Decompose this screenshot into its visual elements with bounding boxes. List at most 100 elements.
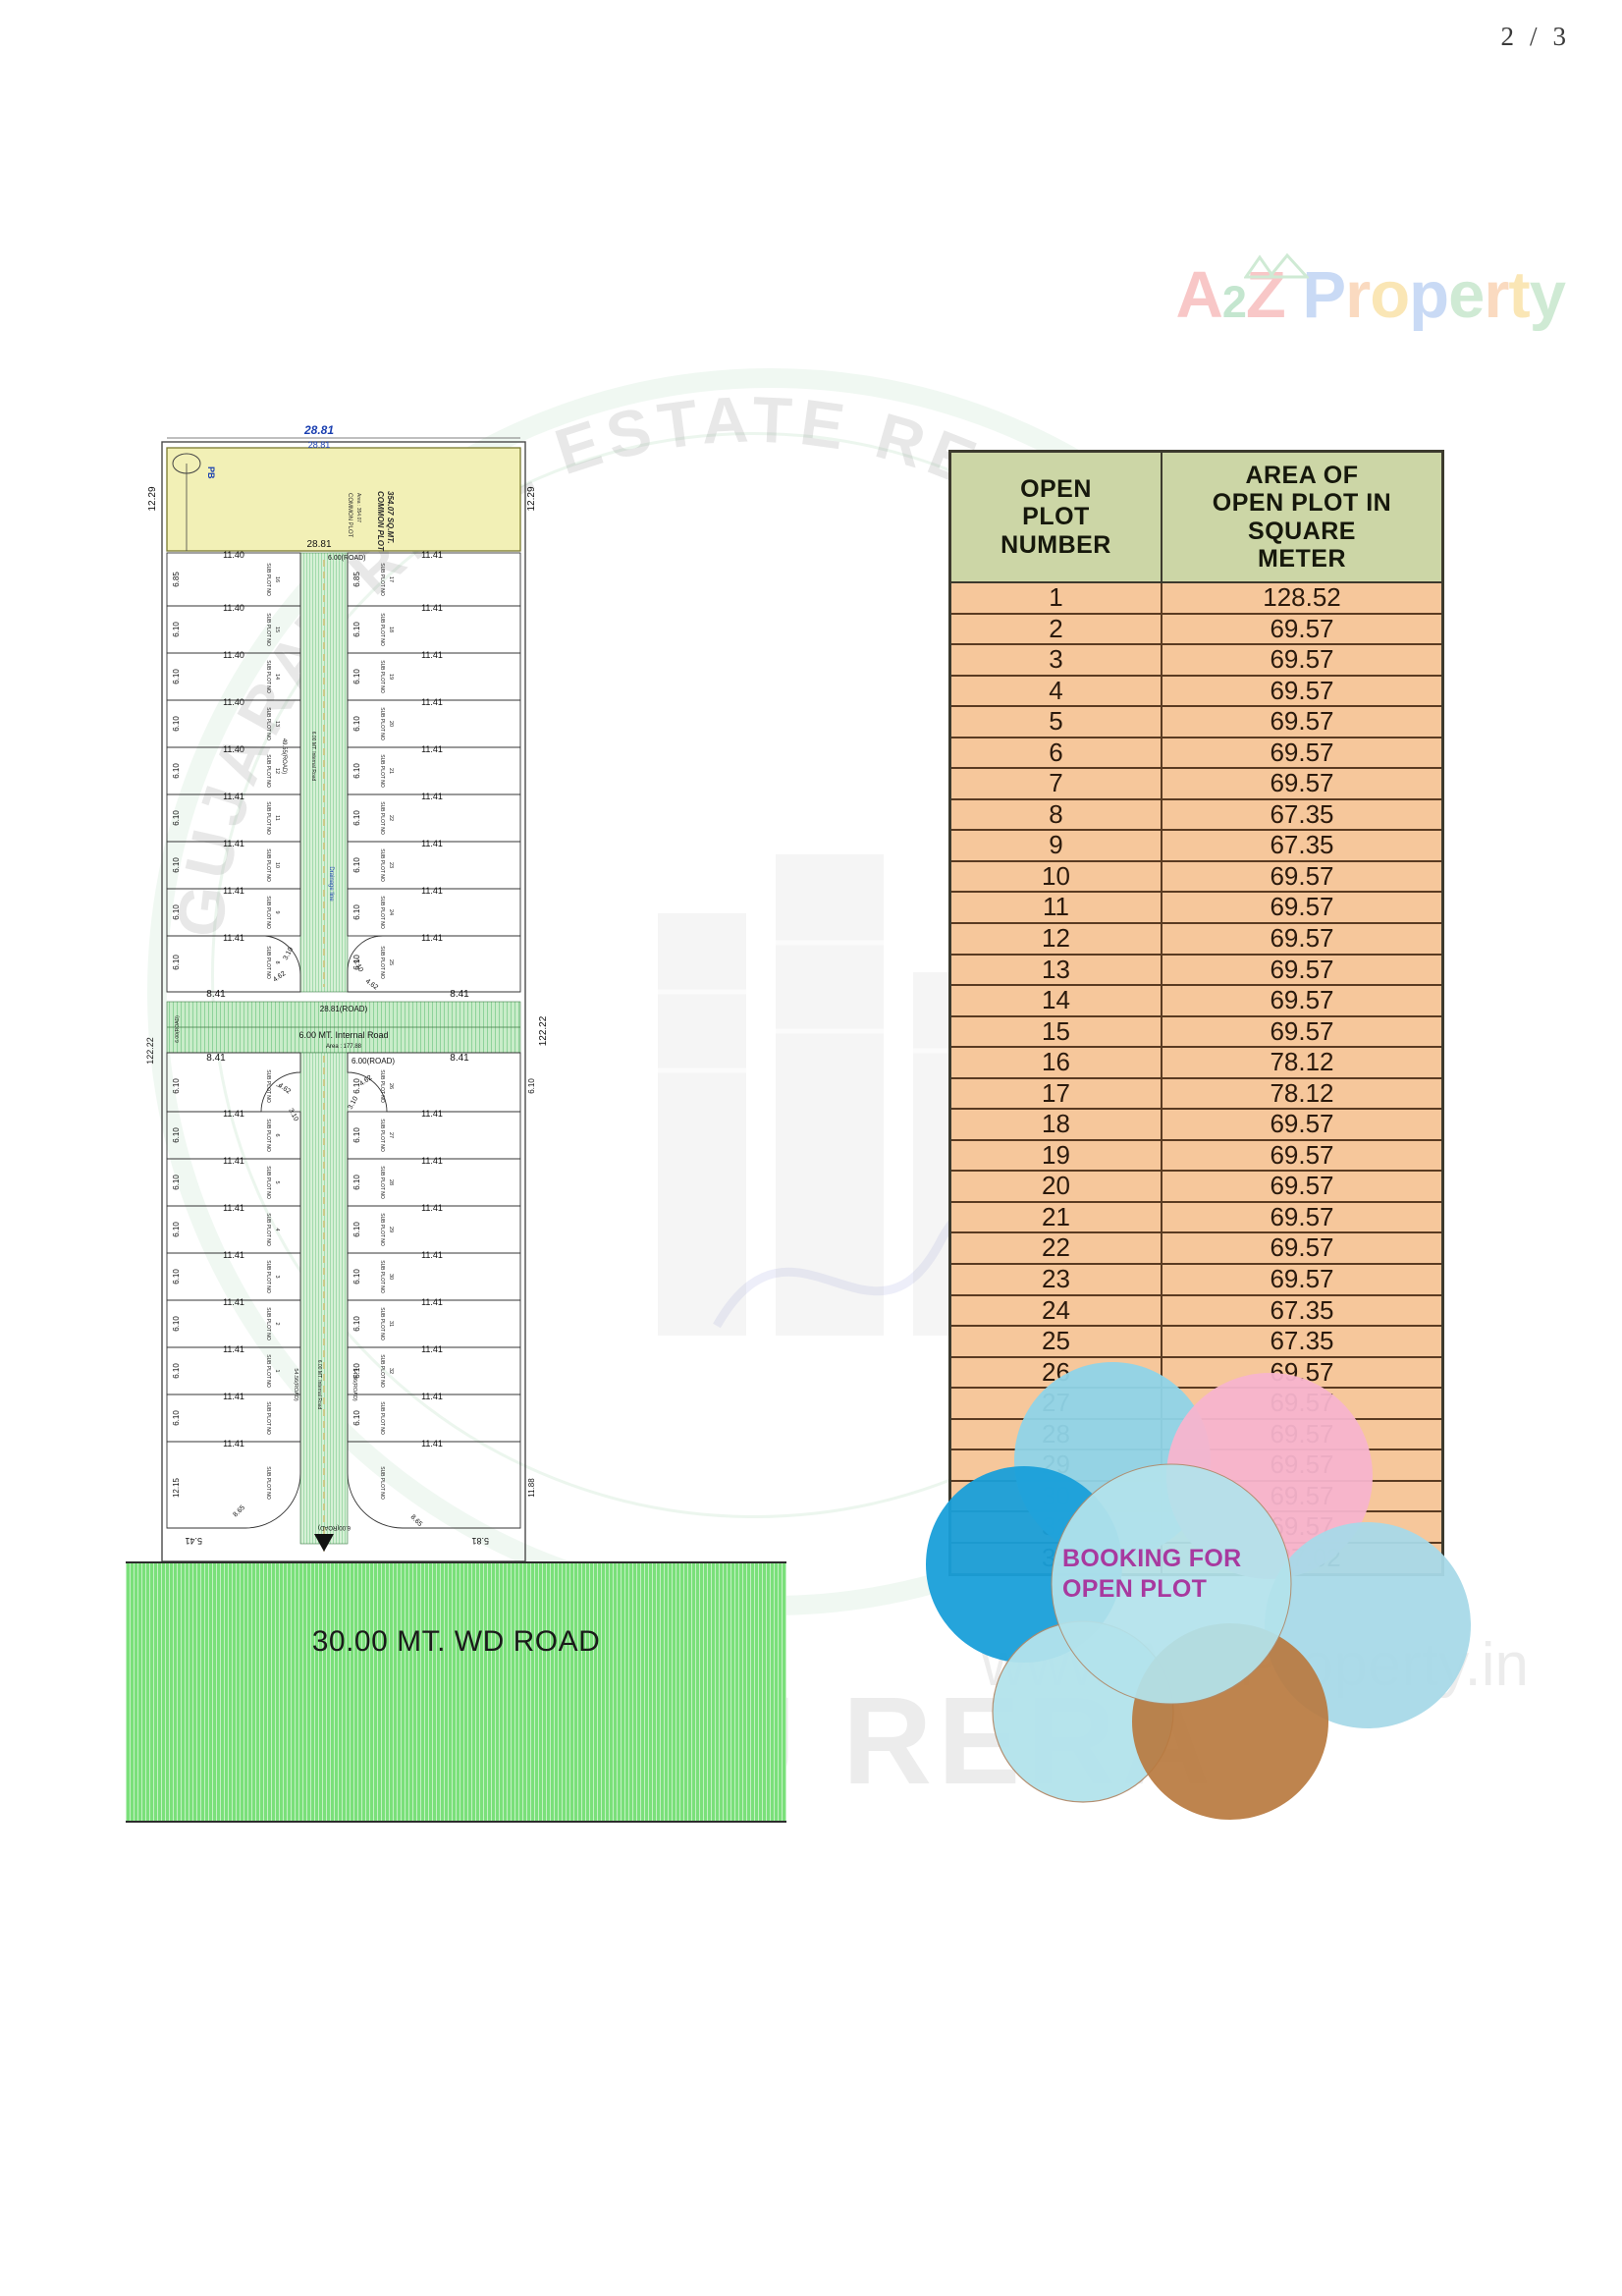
- plot-no-l9: 8: [274, 960, 280, 963]
- dim-d-r10b: 6.10: [527, 1078, 536, 1094]
- dim-d-r13: 6.10: [352, 1222, 361, 1237]
- header-area-line-1: AREA OF: [1245, 462, 1359, 489]
- dim-d-r7: 6.10: [352, 857, 361, 873]
- dim-d-l5: 6.10: [172, 763, 181, 779]
- sub-plot-tag-r8: SUB PLOT NO: [379, 896, 385, 929]
- plot-no-l14: 3: [274, 1275, 280, 1278]
- bubble-caption: BOOKING FOR OPEN PLOT: [1062, 1544, 1288, 1606]
- logo-letter-p: P: [1302, 258, 1346, 332]
- logo-letter-t: t: [1508, 258, 1530, 332]
- dim-bottom-radius-left: 8.65: [232, 1504, 246, 1519]
- cell-plot-area: 78.12: [1161, 1046, 1444, 1079]
- dim-d-r6: 6.10: [352, 810, 361, 826]
- cell-plot-area: 69.57: [1161, 1108, 1444, 1141]
- sub-plot-tag-r1: SUB PLOT NO: [379, 563, 385, 596]
- marker-pb-label: PB: [206, 466, 216, 479]
- logo-letter-o: o: [1370, 258, 1410, 332]
- dim-corner-right-upper: 8.41: [450, 989, 469, 1000]
- dim-d-r9: 6.10: [352, 955, 361, 970]
- bubble-caption-line-1: BOOKING FOR: [1062, 1545, 1242, 1572]
- dim-radius-small-4: 3.10: [348, 1096, 360, 1111]
- dim-w-r17: 11.41: [421, 1439, 443, 1449]
- common-plot-area: 354.07 SQ.MT.: [386, 491, 395, 544]
- dim-w-r6: 11.41: [421, 792, 443, 801]
- plot-no-l12: 5: [274, 1180, 280, 1183]
- dim-corner-left-lower: 8.41: [206, 1053, 226, 1064]
- dim-d-r12: 6.10: [352, 1175, 361, 1190]
- plot-no-r10: 26: [388, 1083, 394, 1089]
- logo-letter-a: A: [1175, 258, 1222, 332]
- page-total: 3: [1552, 22, 1568, 51]
- cell-plot-number: 20: [948, 1170, 1162, 1203]
- road-tag-5456-left: 54.56(ROAD): [293, 1368, 298, 1400]
- page-current: 2: [1500, 22, 1516, 51]
- dim-radius-large-1: 4.62: [272, 970, 287, 984]
- dim-w-r15: 11.41: [421, 1344, 443, 1354]
- cell-plot-area: 69.57: [1161, 891, 1444, 925]
- cell-plot-area: 69.57: [1161, 643, 1444, 677]
- cell-plot-area: 69.57: [1161, 767, 1444, 800]
- dim-d-l15: 6.10: [172, 1316, 181, 1332]
- dim-right-total: 122.22: [538, 1015, 549, 1046]
- logo-letter-r: r: [1345, 258, 1371, 332]
- dim-d-r3: 6.10: [352, 669, 361, 684]
- cell-plot-area: 67.35: [1161, 797, 1444, 832]
- dim-d-l13: 6.10: [172, 1222, 181, 1237]
- cell-plot-area: 69.57: [1161, 984, 1444, 1017]
- bubble-graphic: [926, 1362, 1471, 1820]
- dim-w-r10: 11.41: [421, 1109, 443, 1119]
- dim-d-r11: 6.10: [352, 1127, 361, 1143]
- dim-d-l6: 6.10: [172, 810, 181, 826]
- dim-w-l12: 11.41: [223, 1203, 244, 1213]
- dim-left-height: 12.29: [147, 486, 158, 511]
- cell-plot-number: 25: [948, 1325, 1162, 1358]
- dim-d-l4: 6.10: [172, 716, 181, 732]
- dim-bottom-left: 12.15: [172, 1477, 181, 1498]
- cell-plot-number: 2: [948, 612, 1162, 646]
- logo-letter-y: y: [1529, 258, 1566, 332]
- dim-w-l14: 11.41: [223, 1297, 244, 1307]
- dim-bottom-right: 11.88: [527, 1478, 536, 1498]
- open-plot-area-table: OPEN PLOT NUMBER AREA OF OPEN PLOT IN SQ…: [948, 450, 1444, 1576]
- dim-w-l6: 11.41: [223, 792, 244, 801]
- dim-w-r4: 11.41: [421, 697, 443, 707]
- plot-no-l1: 16: [274, 576, 280, 582]
- cell-plot-area: 69.57: [1161, 705, 1444, 738]
- wd-road-label: 30.00 MT. WD ROAD: [311, 1625, 601, 1658]
- plot-no-l13: 4: [274, 1228, 280, 1230]
- dim-d-l16: 6.10: [172, 1363, 181, 1379]
- logo-letter-2: 2: [1221, 277, 1247, 327]
- cell-plot-number: 6: [948, 736, 1162, 770]
- dim-w-l13: 11.41: [223, 1250, 244, 1260]
- logo-letter-e: e: [1448, 258, 1485, 332]
- sub-plot-tag-l4: SUB PLOT NO: [265, 707, 271, 740]
- cell-plot-area: 69.57: [1161, 1138, 1444, 1173]
- sub-plot-tag-l18: SUB PLOT NO: [265, 1466, 271, 1500]
- dim-d-l11: 6.10: [172, 1127, 181, 1143]
- plot-no-l8: 9: [274, 910, 280, 913]
- dim-right-height: 12.29: [526, 486, 537, 511]
- cell-plot-number: 11: [948, 891, 1162, 925]
- sub-plot-tag-r15: SUB PLOT NO: [379, 1307, 385, 1340]
- dim-w-r13: 11.41: [421, 1250, 443, 1260]
- cell-plot-number: 8: [948, 797, 1162, 832]
- cell-plot-number: 13: [948, 953, 1162, 987]
- dim-w-l16: 11.41: [223, 1392, 244, 1401]
- sub-plot-tag-r13: SUB PLOT NO: [379, 1213, 385, 1246]
- dim-radius-small-1: 3.10: [283, 947, 296, 961]
- sub-plot-tag-r18: SUB PLOT NO: [379, 1466, 385, 1500]
- dim-w-l10: 11.41: [223, 1109, 244, 1119]
- internal-road-area: Area : 177.88: [326, 1044, 362, 1050]
